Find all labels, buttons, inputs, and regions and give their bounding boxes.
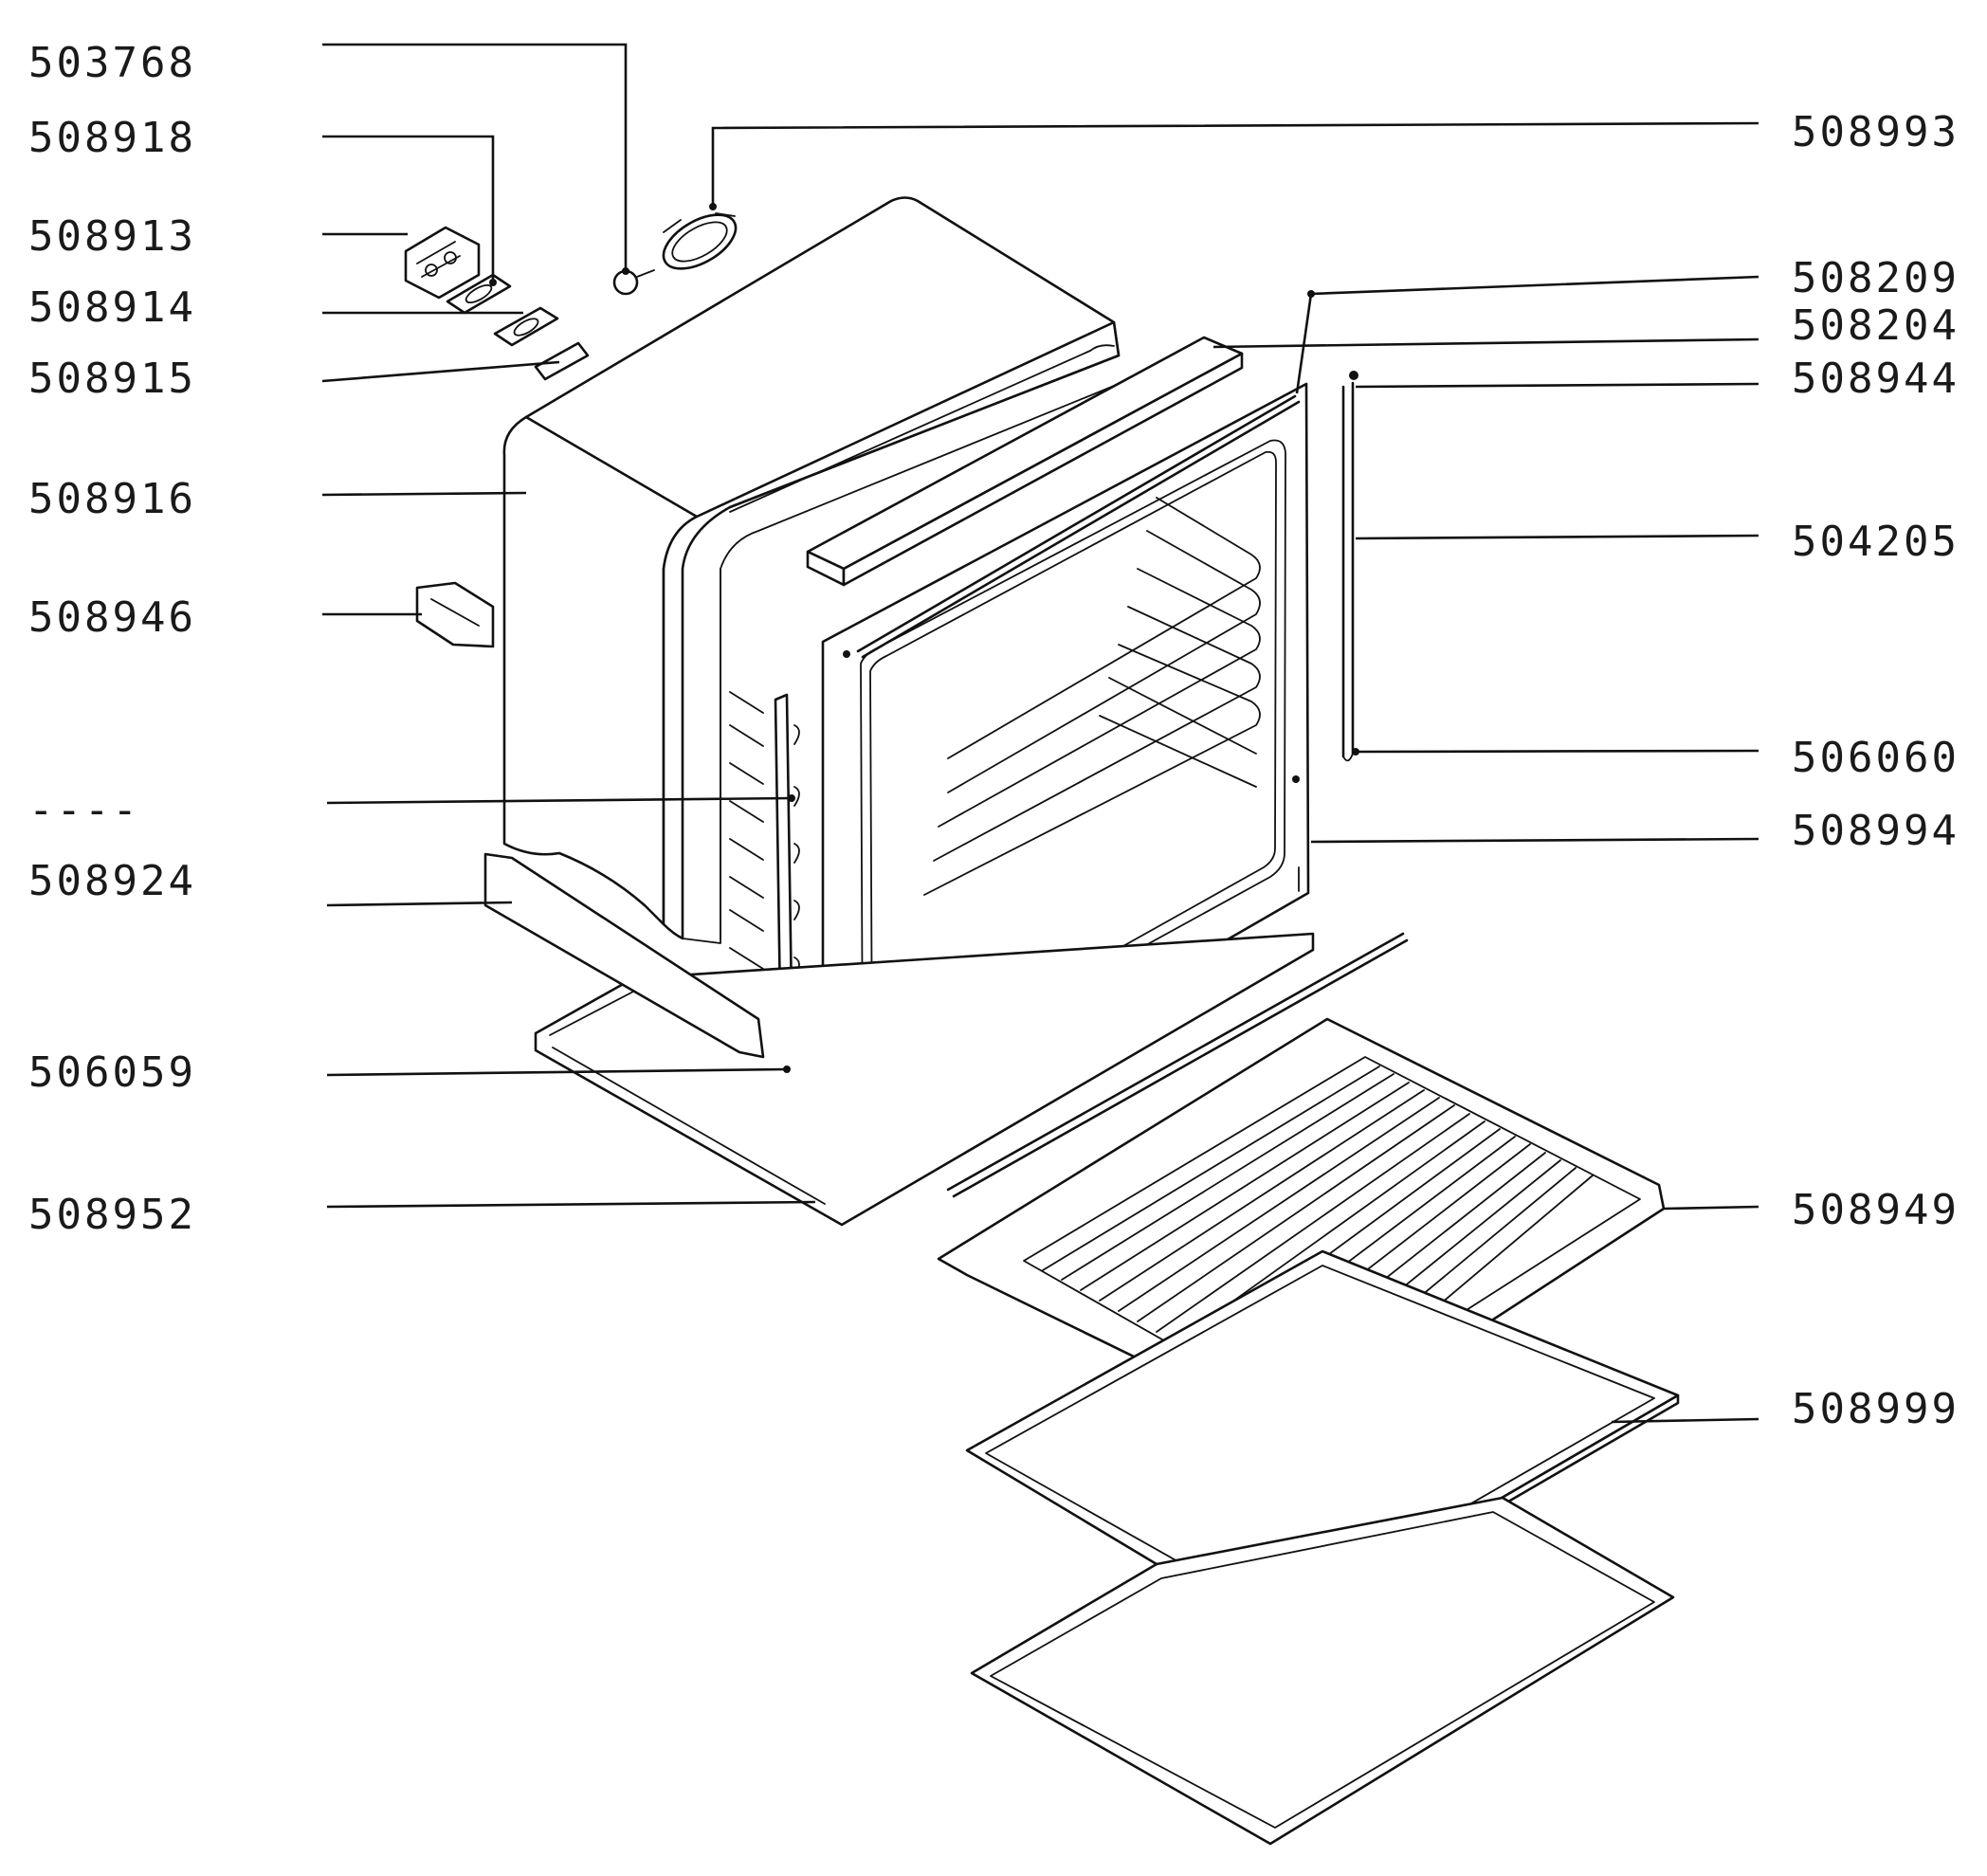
top-insulation-bar (806, 336, 1244, 587)
part-label-506059: 506059 (28, 1048, 196, 1097)
leader-lines (321, 43, 1759, 1424)
screw (612, 269, 655, 296)
side-bracket (415, 581, 495, 648)
lamp-cover (534, 341, 590, 381)
lamp-oval (662, 212, 738, 270)
oven-housing (502, 196, 1121, 944)
part-label-508949: 508949 (1792, 1186, 1960, 1234)
wire-shelf (937, 1017, 1666, 1443)
part-label-508994: 508994 (1792, 807, 1960, 855)
part-label-508916: 508916 (28, 475, 196, 523)
part-label-504205: 504205 (1792, 518, 1960, 566)
part-label-508204: 508204 (1792, 301, 1960, 350)
part-label-dash: ---- (28, 786, 140, 834)
part-label-508915: 508915 (28, 355, 196, 403)
bottom-frame (970, 1496, 1675, 1846)
thermostat-block (404, 226, 481, 300)
part-label-508952: 508952 (28, 1191, 196, 1239)
bottom-panel (483, 852, 1315, 1227)
right-side-rod (1341, 371, 1358, 762)
part-label-508914: 508914 (28, 283, 196, 332)
lamp-holder (493, 306, 559, 347)
part-label-503768: 503768 (28, 39, 196, 87)
shelf-runners (923, 497, 1261, 896)
part-label-508999: 508999 (1792, 1385, 1960, 1433)
loose-rod (946, 932, 1409, 1198)
part-label-508946: 508946 (28, 593, 196, 642)
part-label-508944: 508944 (1792, 355, 1960, 403)
part-label-508209: 508209 (1792, 254, 1960, 302)
part-label-508913: 508913 (28, 212, 196, 261)
part-label-508924: 508924 (28, 857, 196, 905)
part-label-508918: 508918 (28, 114, 196, 162)
part-label-506060: 506060 (1792, 734, 1960, 782)
part-label-508993: 508993 (1792, 108, 1960, 156)
